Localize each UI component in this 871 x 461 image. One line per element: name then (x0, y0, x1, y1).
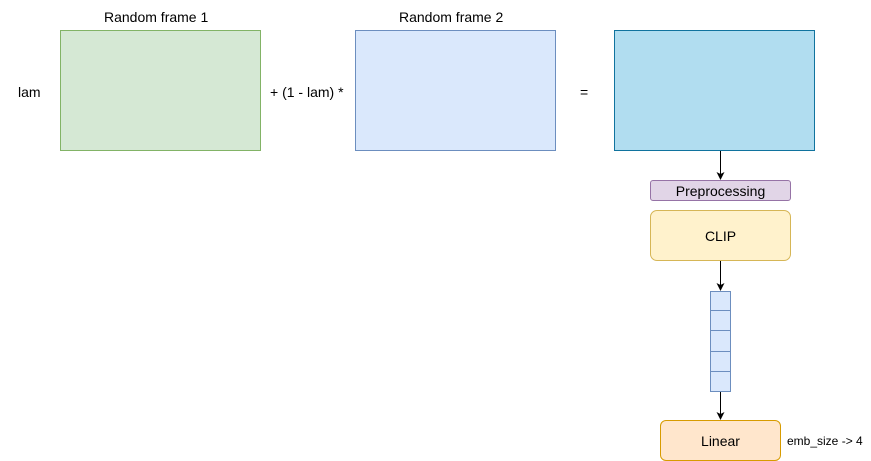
clip-block: CLIP (650, 210, 791, 261)
frame2-title: Random frame 2 (399, 9, 504, 25)
random-frame-2 (355, 30, 556, 151)
mixed-frame (614, 30, 815, 151)
random-frame-1 (60, 30, 261, 151)
frame1-title: Random frame 1 (104, 9, 209, 25)
linear-note: emb_size -> 4 (787, 434, 863, 448)
embedding-vector (710, 291, 731, 392)
mix-operator-label: + (1 - lam) * (270, 84, 344, 100)
equals-label: = (580, 84, 589, 100)
preprocessing-block: Preprocessing (650, 180, 791, 201)
embedding-cell (710, 370, 731, 392)
clip-label: CLIP (704, 227, 737, 244)
preprocessing-label: Preprocessing (675, 182, 766, 199)
linear-label: Linear (701, 432, 740, 449)
lam-label: lam (18, 84, 41, 100)
